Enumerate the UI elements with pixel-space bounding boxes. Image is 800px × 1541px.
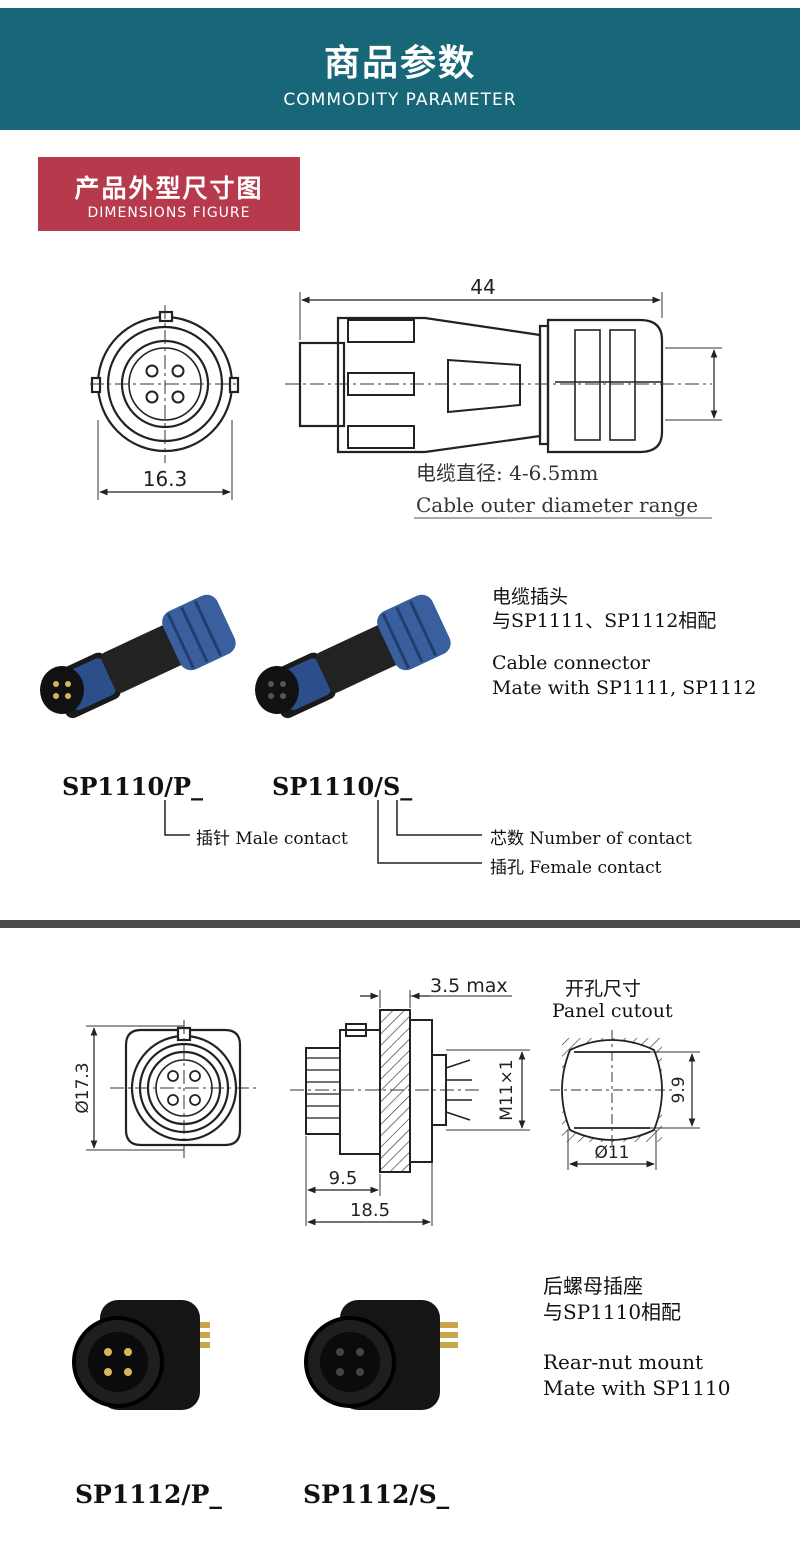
socket-male-photo [72,1300,210,1410]
plug-title-cn: 电缆插头 [492,586,569,608]
model-sp1112-p: SP1112/P_ [75,1480,222,1509]
plug-female-photo [255,594,451,719]
dim-9-5-label: 9.5 [329,1168,358,1189]
cutout-title-en: Panel cutout [552,1000,673,1022]
number-contact-label: 芯数 Number of contact [490,829,692,849]
dim-thread-label: M11×1 [497,1059,517,1120]
socket-female-photo [304,1300,458,1410]
female-contact-label: 插孔 Female contact [490,858,662,878]
socket-mate-en: Mate with SP1110 [543,1376,731,1400]
model-sp1110-p: SP1110/P_ [62,772,203,801]
section-divider [0,920,800,928]
socket-mate-cn: 与SP1110相配 [543,1300,682,1324]
plug-title-en: Cable connector [492,652,650,674]
plug-side-view [298,316,664,454]
plug-male-photo [40,594,236,719]
header-title-en: COMMODITY PARAMETER [283,90,517,110]
plug-mate-cn: 与SP1111、SP1112相配 [492,610,717,632]
header-title-cn: 商品参数 [323,43,476,84]
badge-title-en: DIMENSIONS FIGURE [87,205,251,221]
model-sp1110-s: SP1110/S_ [272,772,413,801]
dim-diameter-label: Ø17.3 [73,1062,93,1113]
socket-title-en: Rear-nut mount [543,1350,704,1374]
cutout-height-label: 9.9 [669,1076,689,1103]
socket-title-cn: 后螺母插座 [543,1274,643,1298]
dimensions-badge: 产品外型尺寸图 DIMENSIONS FIGURE [38,157,300,231]
page-header: 商品参数 COMMODITY PARAMETER [0,8,800,130]
plug-mate-en: Mate with SP1111, SP1112 [492,677,757,699]
cutout-diameter-label: Ø11 [594,1143,629,1163]
dim-max-label: 3.5 max [430,975,508,997]
dim-length-label: 44 [470,275,495,299]
cutout-title-cn: 开孔尺寸 [565,978,642,1000]
male-contact-label: 插针 Male contact [196,829,348,849]
model-sp1112-s: SP1112/S_ [303,1480,450,1509]
plug-drawing: 16.3 44 电缆直径: 4-6.5mm Cable outer diamet… [40,275,722,864]
cable-range-cn: 电缆直径: 4-6.5mm [416,461,598,485]
badge-title-cn: 产品外型尺寸图 [74,174,264,203]
socket-front-view [124,1026,242,1147]
dim-18-5-label: 18.5 [350,1200,390,1221]
socket-side-view [305,1009,472,1173]
cable-range-en: Cable outer diameter range [416,493,698,517]
dim-width-label: 16.3 [143,467,188,491]
